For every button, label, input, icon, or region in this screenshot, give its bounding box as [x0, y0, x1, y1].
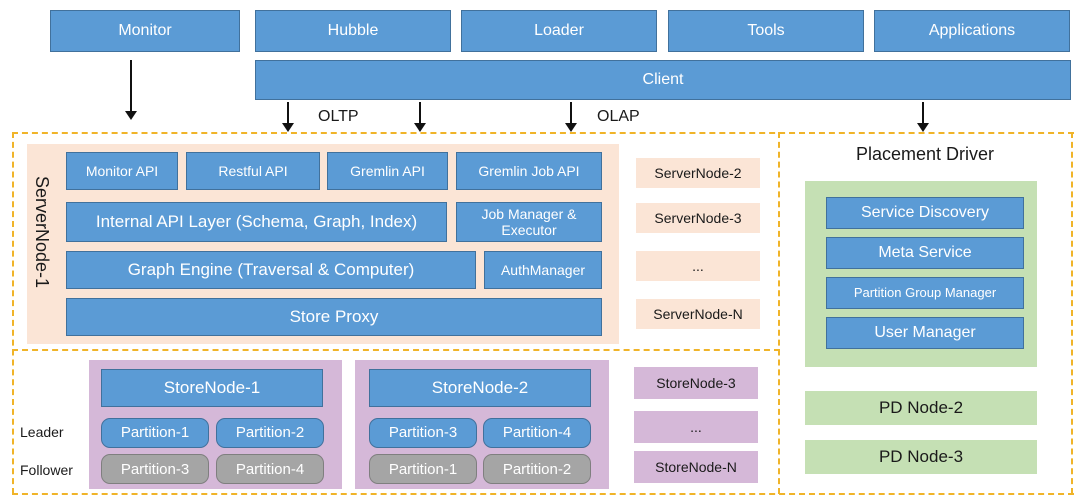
dashed-border-right	[1071, 132, 1073, 494]
arrow-oltp-2	[414, 102, 426, 132]
storenode-2-follower-partition-1: Partition-1	[369, 454, 477, 484]
gremlin-api-box: Gremlin API	[327, 152, 448, 190]
loader-box: Loader	[461, 10, 657, 52]
pd-node-3-box: PD Node-3	[805, 440, 1037, 474]
arrow-pd	[917, 102, 929, 132]
hubble-box: Hubble	[255, 10, 451, 52]
store-proxy-box: Store Proxy	[66, 298, 602, 336]
olap-label: OLAP	[597, 108, 640, 125]
servernode-1-title: ServerNode-1	[32, 176, 52, 289]
applications-box: Applications	[874, 10, 1070, 52]
user-manager-box: User Manager	[826, 317, 1024, 349]
storenode-2-leader-partition-1: Partition-3	[369, 418, 477, 448]
dashed-border-divider	[778, 132, 780, 494]
follower-label: Follower	[20, 462, 73, 478]
storenode-1-follower-partition-2: Partition-4	[216, 454, 324, 484]
partition-group-manager-box: Partition Group Manager	[826, 277, 1024, 309]
placement-driver-title: Placement Driver	[855, 144, 995, 164]
client-box: Client	[255, 60, 1071, 100]
servernode-ellipsis-box: ...	[636, 251, 760, 281]
arrow-monitor	[125, 60, 137, 120]
monitor-box: Monitor	[50, 10, 240, 52]
servernode-n-box: ServerNode-N	[636, 299, 760, 329]
storenode-n-box: StoreNode-N	[634, 451, 758, 483]
dashed-border-bottom	[12, 493, 1074, 495]
service-discovery-box: Service Discovery	[826, 197, 1024, 229]
storenode-2-leader-partition-2: Partition-4	[483, 418, 591, 448]
dashed-border-top	[12, 132, 1074, 134]
storenode-1-follower-partition-1: Partition-3	[101, 454, 209, 484]
servernode-3-box: ServerNode-3	[636, 203, 760, 233]
storenode-2-follower-partition-2: Partition-2	[483, 454, 591, 484]
tools-box: Tools	[668, 10, 864, 52]
dashed-border-middle	[12, 349, 780, 351]
arrow-olap	[565, 102, 577, 132]
monitor-api-box: Monitor API	[66, 152, 178, 190]
gremlin-job-api-box: Gremlin Job API	[456, 152, 602, 190]
graph-engine-box: Graph Engine (Traversal & Computer)	[66, 251, 476, 289]
storenode-ellipsis-box: ...	[634, 411, 758, 443]
leader-label: Leader	[20, 424, 64, 440]
storenode-2-title: StoreNode-2	[369, 369, 591, 407]
arrow-oltp-1	[282, 102, 294, 132]
storenode-1-leader-partition-2: Partition-2	[216, 418, 324, 448]
restful-api-box: Restful API	[186, 152, 320, 190]
internal-api-layer-box: Internal API Layer (Schema, Graph, Index…	[66, 202, 447, 242]
storenode-1-title: StoreNode-1	[101, 369, 323, 407]
job-manager-box: Job Manager & Executor	[456, 202, 602, 242]
storenode-1-leader-partition-1: Partition-1	[101, 418, 209, 448]
auth-manager-box: AuthManager	[484, 251, 602, 289]
storenode-3-box: StoreNode-3	[634, 367, 758, 399]
servernode-2-box: ServerNode-2	[636, 158, 760, 188]
oltp-label: OLTP	[318, 108, 359, 125]
dashed-border-left	[12, 132, 14, 494]
pd-node-2-box: PD Node-2	[805, 391, 1037, 425]
meta-service-box: Meta Service	[826, 237, 1024, 269]
